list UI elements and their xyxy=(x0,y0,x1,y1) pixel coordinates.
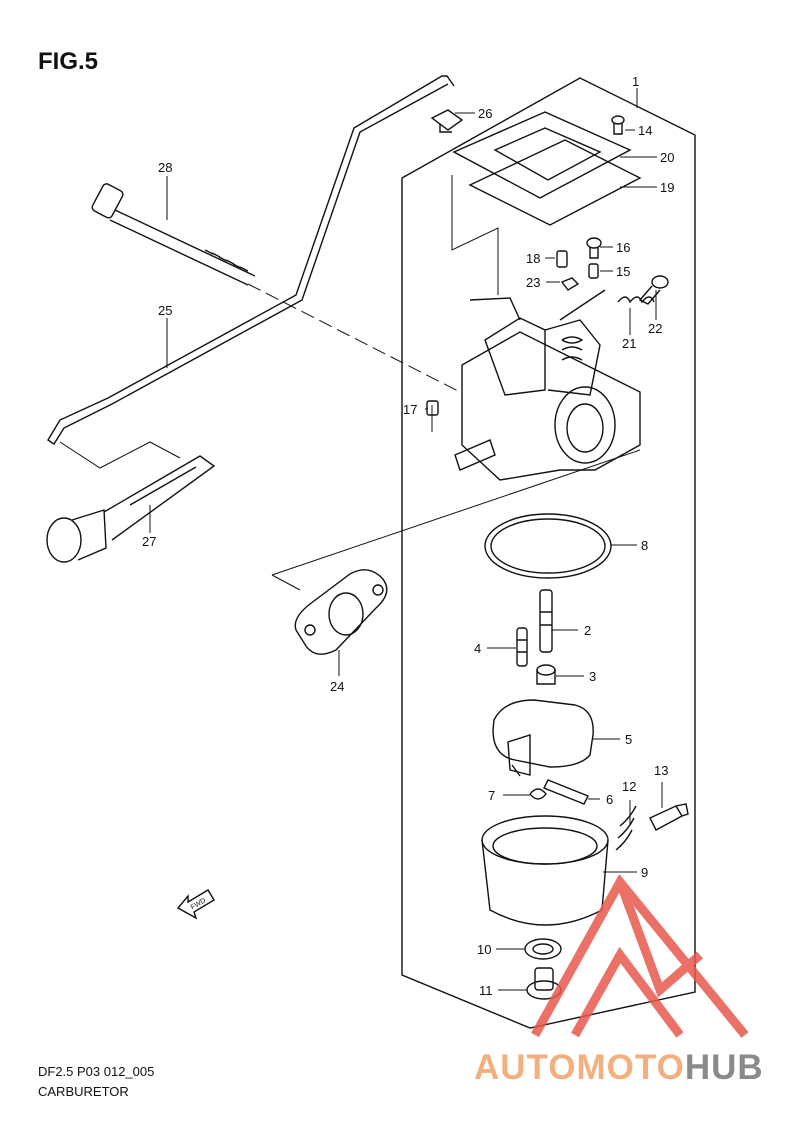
callout-12: 12 xyxy=(622,779,636,794)
part-12-spring xyxy=(615,805,637,851)
part-28-bolt xyxy=(91,183,256,286)
figure-title: FIG.5 xyxy=(38,48,99,75)
callout-22: 22 xyxy=(648,321,662,336)
part-25-choke-rod xyxy=(47,75,455,445)
callout-26: 26 xyxy=(478,106,492,121)
callout-2: 2 xyxy=(584,623,591,638)
part-5-float xyxy=(492,699,594,777)
watermark-text-part2: HUB xyxy=(684,1048,764,1087)
callout-24: 24 xyxy=(330,679,344,694)
part-18-plug xyxy=(556,250,568,268)
part-6-pin xyxy=(543,779,589,805)
callout-25: 25 xyxy=(158,303,172,318)
callout-28: 28 xyxy=(158,160,172,175)
callout-3: 3 xyxy=(589,669,596,684)
diagram-code: DF2.5 P03 012_005 xyxy=(38,1064,155,1079)
part-14-screw xyxy=(611,115,625,135)
callout-6: 6 xyxy=(606,792,613,807)
callout-1: 1 xyxy=(632,74,639,89)
part-19-plate xyxy=(468,139,642,226)
callout-11: 11 xyxy=(479,983,493,998)
part-22-screw xyxy=(638,275,669,305)
callout-4: 4 xyxy=(474,641,481,656)
part-15-spring xyxy=(588,263,599,279)
callout-9: 9 xyxy=(641,865,648,880)
carburetor-body xyxy=(454,289,641,481)
assembly-frame xyxy=(401,77,696,1029)
watermark-logo xyxy=(531,874,749,1038)
callout-17: 17 xyxy=(403,402,417,417)
part-4-needle xyxy=(516,627,528,667)
part-8-o-ring xyxy=(484,513,612,579)
callout-15: 15 xyxy=(616,264,630,279)
callout-16: 16 xyxy=(616,240,630,255)
callout-20: 20 xyxy=(660,150,674,165)
callout-23: 23 xyxy=(526,275,540,290)
part-26-clip xyxy=(430,109,464,133)
callout-14: 14 xyxy=(638,123,652,138)
callout-13: 13 xyxy=(654,763,668,778)
part-10-washer xyxy=(524,938,562,960)
part-27-choke-knob xyxy=(46,455,216,563)
part-9-float-bowl xyxy=(481,815,609,926)
part-24-gasket xyxy=(294,569,388,655)
part-13-screw xyxy=(649,803,689,831)
part-2-jet xyxy=(539,589,553,653)
callout-5: 5 xyxy=(625,732,632,747)
callout-19: 19 xyxy=(660,180,674,195)
part-23-screw xyxy=(560,277,580,291)
callout-18: 18 xyxy=(526,251,540,266)
part-20-gasket xyxy=(452,111,632,199)
part-7-clip xyxy=(529,788,547,800)
watermark-text: AUTOMOTOHUB xyxy=(474,1048,764,1088)
callout-21: 21 xyxy=(622,336,636,351)
callout-10: 10 xyxy=(477,942,491,957)
part-21-spring xyxy=(617,296,655,304)
diagram-name: CARBURETOR xyxy=(38,1084,129,1099)
part-3-nozzle xyxy=(536,664,556,685)
watermark-text-part1: AUTOMOTO xyxy=(474,1048,685,1087)
callout-8: 8 xyxy=(641,538,648,553)
callout-27: 27 xyxy=(142,534,156,549)
part-17-plug xyxy=(426,400,439,416)
part-16-screw xyxy=(586,237,602,259)
fwd-arrow-icon xyxy=(176,889,215,920)
callout-7: 7 xyxy=(488,788,495,803)
